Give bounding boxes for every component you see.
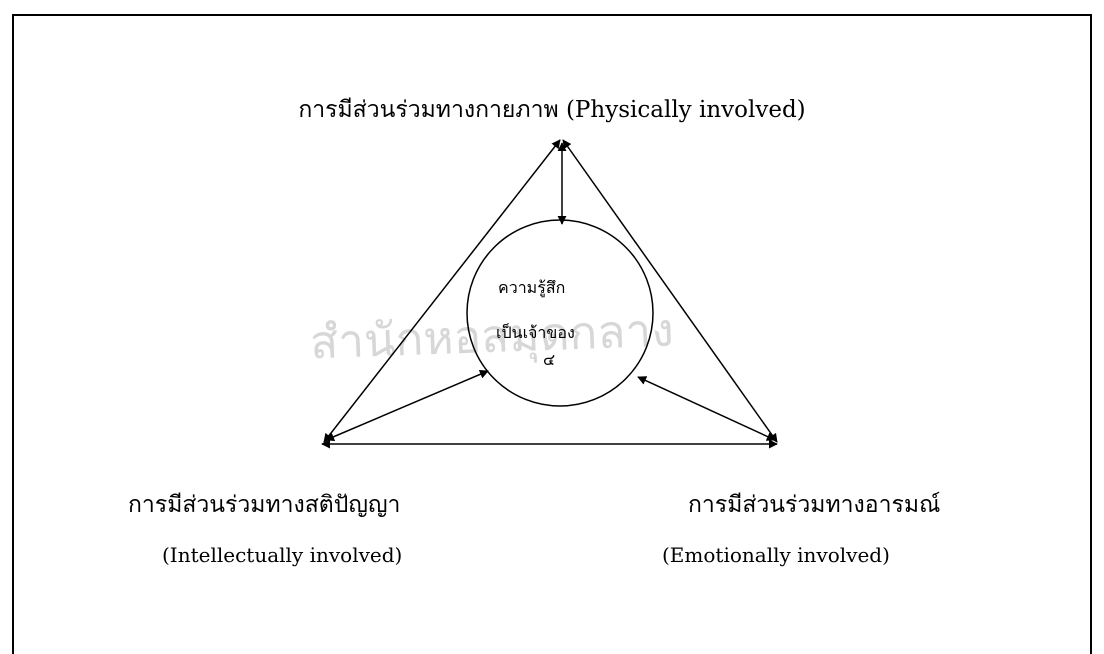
ownership-circle (467, 220, 653, 406)
intellectually-involved-thai-label: การมีส่วนร่วมทางสติปัญญา (128, 487, 400, 523)
center-text-line1: ความรู้สึก (498, 276, 565, 301)
intellectually-involved-english-label: (Intellectually involved) (162, 543, 402, 567)
emotionally-involved-thai-label: การมีส่วนร่วมทางอารมณ์ (688, 487, 940, 523)
spoke-left (326, 371, 488, 440)
physically-involved-label: การมีส่วนร่วมทางกายภาพ (Physically invol… (0, 92, 1104, 128)
center-text-line2: เป็นเจ้าของ (496, 321, 575, 346)
edge-top-right (563, 140, 777, 442)
spoke-right (638, 377, 775, 440)
emotionally-involved-english-label: (Emotionally involved) (662, 543, 890, 567)
center-mark: ๔ (543, 348, 555, 373)
